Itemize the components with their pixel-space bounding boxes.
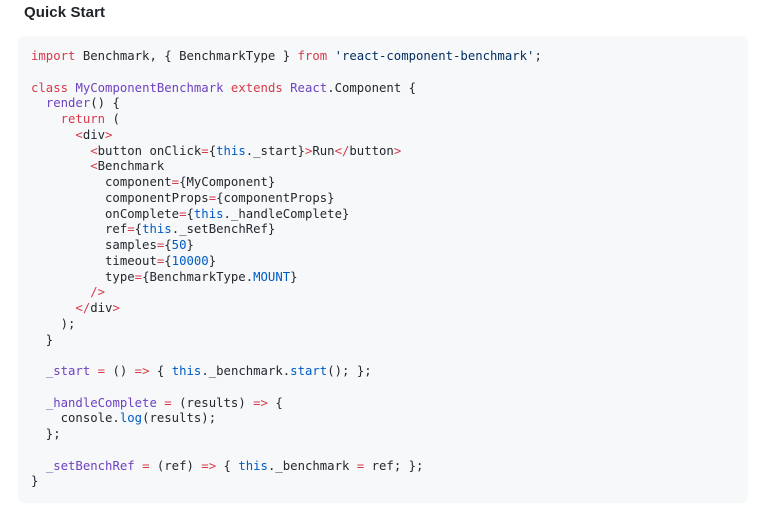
code-line: onComplete={this._handleComplete} <box>31 206 350 221</box>
code-line: type={BenchmarkType.MOUNT} <box>31 269 298 284</box>
code-line: samples={50} <box>31 238 194 252</box>
code-line: </div> <box>75 301 120 315</box>
code-line <box>31 348 732 364</box>
code-line: class MyComponentBenchmark extends React… <box>31 80 417 95</box>
code-line: render() { <box>45 96 120 111</box>
code-line: _handleComplete = (results) => { <box>45 395 283 410</box>
code-line: console.log(results); <box>31 411 217 426</box>
code-line <box>31 380 732 396</box>
code-block: import Benchmark, { BenchmarkType } from… <box>18 36 748 503</box>
code-line: timeout={10000} <box>31 253 217 268</box>
code-line <box>31 443 732 459</box>
code-line: ); <box>31 316 76 331</box>
code-line <box>31 65 732 81</box>
code-line: <div> <box>75 127 113 142</box>
code-content: import Benchmark, { BenchmarkType } from… <box>31 49 732 490</box>
code-line: _setBenchRef = (ref) => { this._benchmar… <box>45 458 424 473</box>
code-line: } <box>31 474 39 489</box>
code-line: componentProps={componentProps} <box>31 190 335 205</box>
code-line: <button onClick={this._start}>Run</butto… <box>90 143 402 158</box>
code-line: } <box>31 332 54 347</box>
code-line: /> <box>90 285 106 300</box>
code-line: return ( <box>60 112 120 126</box>
code-line: }; <box>31 427 61 441</box>
code-line: component={MyComponent} <box>31 175 276 189</box>
code-line: ref={this._setBenchRef} <box>31 222 276 237</box>
code-line: _start = () => { this._benchmark.start()… <box>45 364 372 378</box>
code-line: <Benchmark <box>90 159 165 174</box>
section-heading-quick-start: Quick Start <box>24 4 106 21</box>
code-line: import Benchmark, { BenchmarkType } from… <box>31 49 542 63</box>
